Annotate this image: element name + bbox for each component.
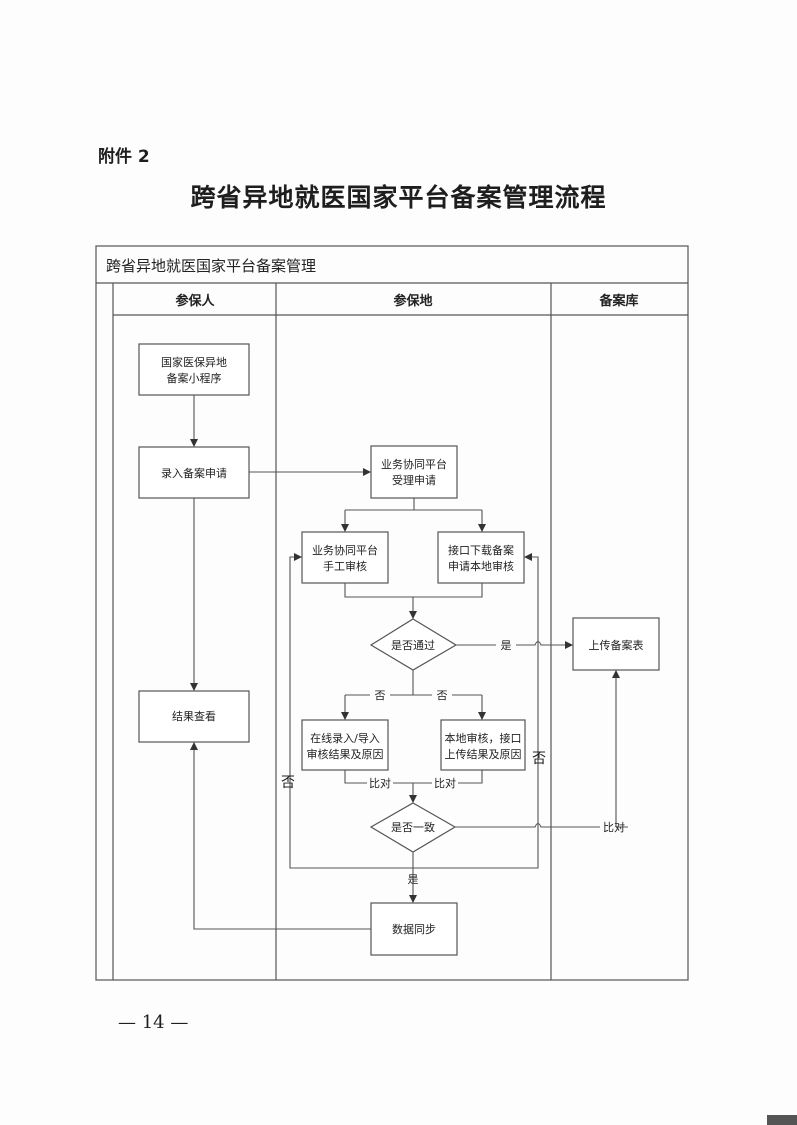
node-upload-record-label: 上传备案表 bbox=[589, 638, 644, 652]
pool-frame bbox=[95, 245, 689, 981]
node-accept-application bbox=[370, 445, 458, 499]
node-data-sync-label: 数据同步 bbox=[392, 922, 436, 936]
lane-header-insured: 参保人 bbox=[175, 293, 215, 309]
edge-sync-to-view bbox=[190, 742, 371, 930]
node-interface-review bbox=[437, 531, 525, 584]
page-number: — 14 — bbox=[118, 1012, 189, 1033]
edge-label-compare-left: 比对 bbox=[369, 776, 391, 790]
edge-review-merge bbox=[344, 583, 483, 598]
node-local-review-upload-line1: 本地审核，接口 bbox=[445, 731, 522, 745]
node-online-entry-line2: 审核结果及原因 bbox=[307, 747, 384, 761]
node-local-review-upload bbox=[440, 719, 526, 771]
node-submit-application-label: 录入备案申请 bbox=[161, 466, 227, 480]
node-passed-decision-label: 是否通过 bbox=[391, 639, 435, 652]
node-local-review-upload-line2: 上传结果及原因 bbox=[445, 748, 522, 761]
node-data-sync bbox=[370, 902, 458, 956]
edge-compare-merge bbox=[344, 770, 483, 784]
node-online-entry-line1: 在线录入/导入 bbox=[310, 731, 380, 745]
node-manual-review-line1: 业务协同平台 bbox=[312, 543, 378, 557]
node-view-result-label: 结果查看 bbox=[172, 709, 216, 723]
node-online-entry bbox=[301, 719, 389, 771]
lane-header-record-db: 备案库 bbox=[598, 293, 638, 309]
edge-label-passed-no-right: 否 bbox=[437, 689, 448, 702]
node-consistent-decision-label: 是否一致 bbox=[391, 820, 435, 834]
document-title: 跨省异地就医国家平台备案管理流程 bbox=[190, 183, 607, 212]
edge-label-passed-no-left: 否 bbox=[375, 689, 386, 702]
node-mini-program-line2: 备案小程序 bbox=[167, 371, 222, 385]
node-accept-application-line1: 业务协同平台 bbox=[381, 457, 447, 471]
node-interface-review-line2: 申请本地审核 bbox=[448, 559, 514, 573]
pool-title: 跨省异地就医国家平台备案管理 bbox=[106, 257, 316, 275]
node-submit-application bbox=[138, 446, 250, 499]
edge-inconsistent-loop-left bbox=[289, 553, 414, 869]
node-manual-review-line2: 手工审核 bbox=[323, 559, 367, 573]
node-view-result bbox=[138, 690, 250, 743]
node-interface-review-line1: 接口下载备案 bbox=[448, 543, 514, 557]
lane-header-insured-region: 参保地 bbox=[393, 293, 432, 309]
scan-corner-mark bbox=[767, 1115, 797, 1125]
node-accept-application-line2: 受理申请 bbox=[392, 474, 436, 487]
node-manual-review bbox=[301, 531, 389, 584]
edge-label-inconsistent-right: 否 bbox=[532, 751, 546, 767]
edge-label-compare-right: 比对 bbox=[434, 776, 456, 790]
annex-label: 附件 2 bbox=[98, 147, 150, 167]
edge-label-compare-record: 比对 bbox=[603, 820, 625, 834]
node-mini-program-line1: 国家医保异地 bbox=[161, 355, 227, 369]
edge-label-consistent-yes: 是 bbox=[408, 873, 419, 886]
node-mini-program bbox=[138, 343, 250, 396]
edge-passed-yes bbox=[456, 642, 572, 646]
edge-label-inconsistent-left: 否 bbox=[281, 775, 295, 791]
edge-inconsistent-loop-right bbox=[413, 553, 539, 869]
edge-label-passed-yes: 是 bbox=[501, 639, 512, 652]
